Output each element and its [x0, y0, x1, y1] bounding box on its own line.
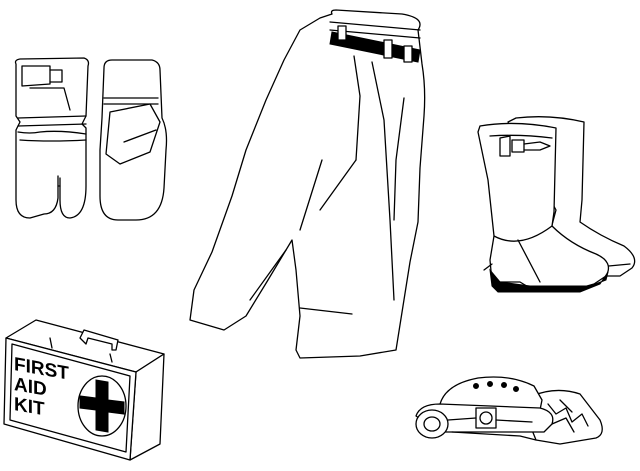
right-mitten — [99, 59, 168, 221]
front-boot — [477, 122, 610, 293]
cross-icon — [79, 379, 125, 433]
kit-handle — [79, 329, 119, 351]
left-mitten — [14, 57, 90, 219]
first-aid-kit-icon: FIRST AID KIT — [3, 319, 165, 461]
boots-icon — [477, 116, 636, 293]
face-shield — [527, 389, 603, 445]
mittens-icon — [14, 57, 168, 221]
pants-icon — [189, 9, 426, 359]
hard-hat-icon — [415, 376, 603, 445]
